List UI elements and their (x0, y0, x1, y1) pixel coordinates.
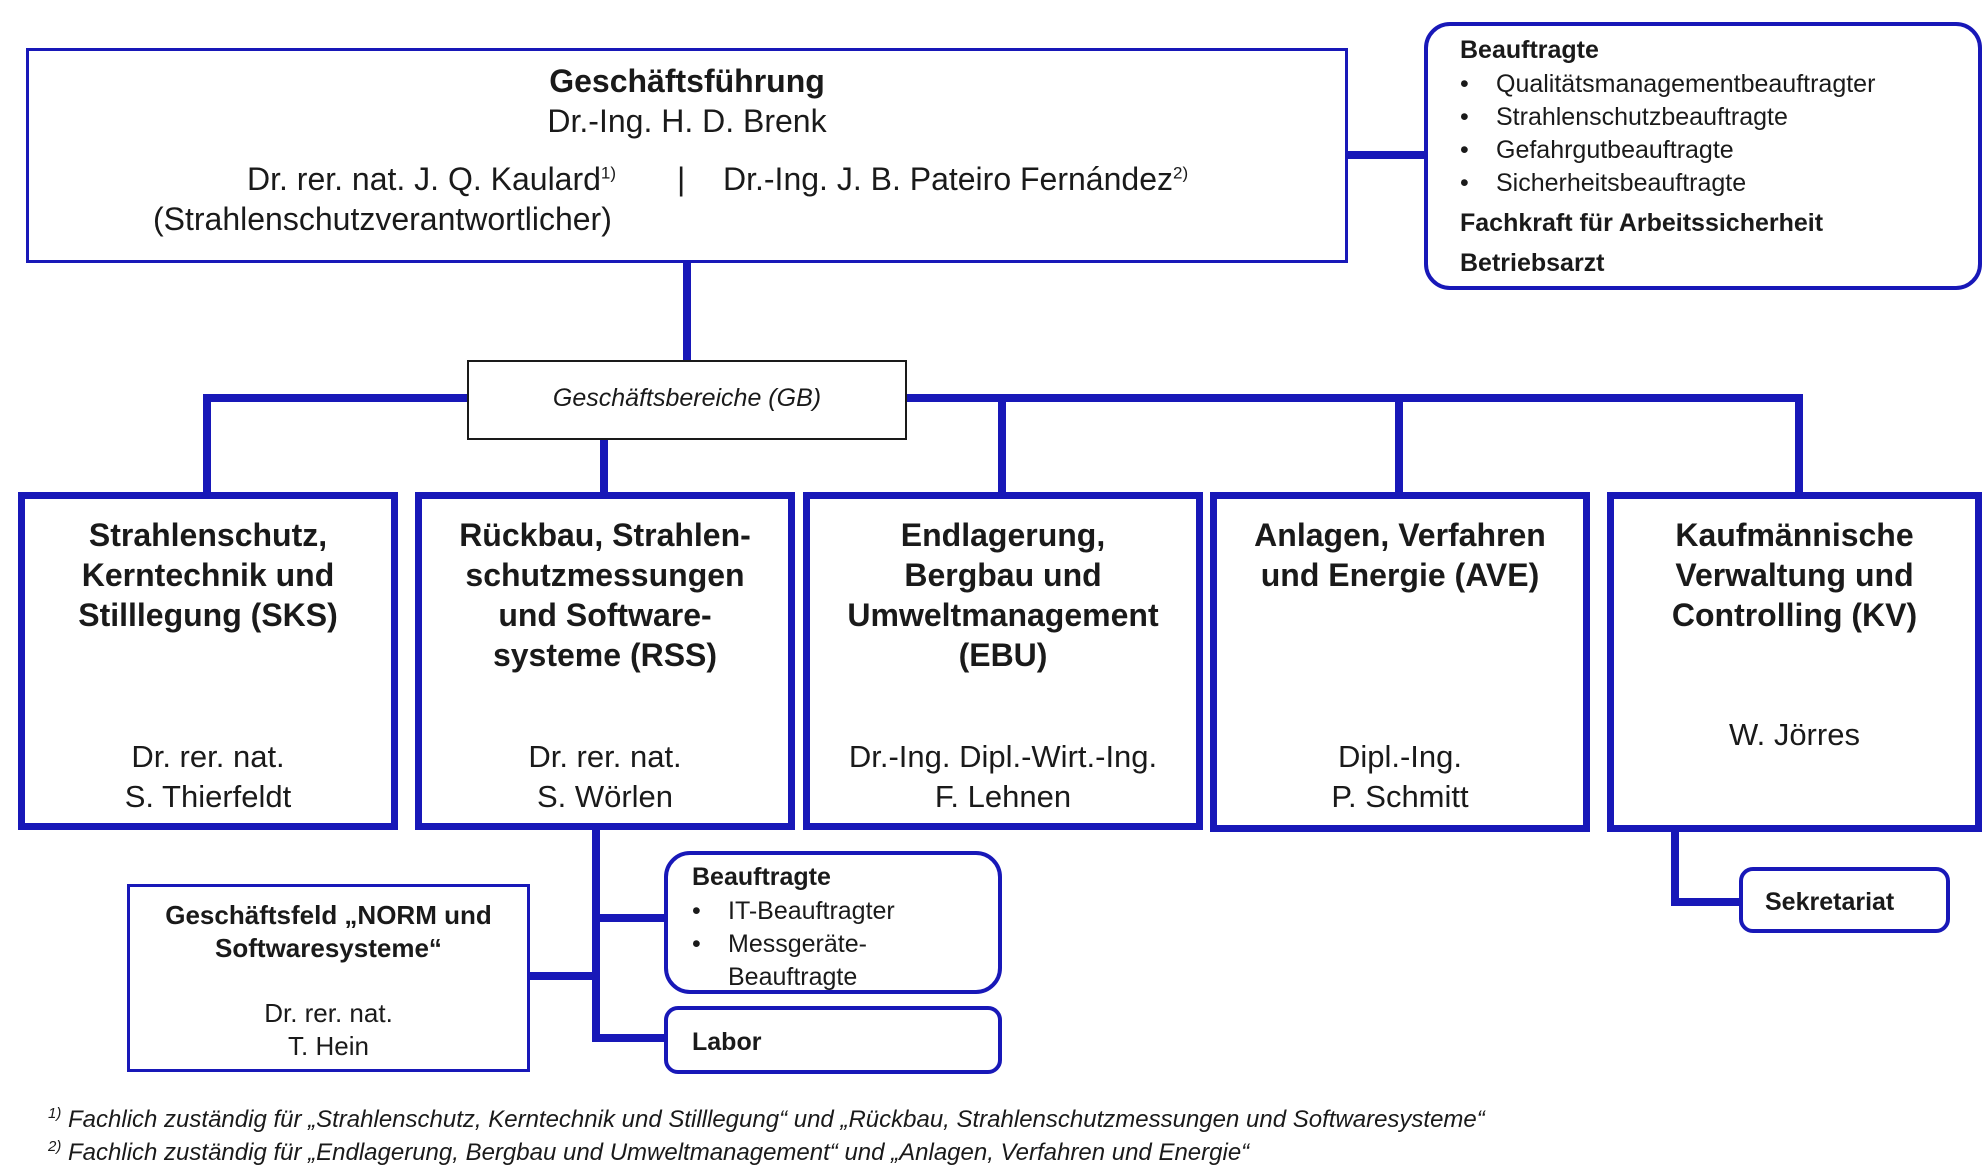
footnote-1-mark: 1) (48, 1105, 62, 1122)
rss-commissioner-item: Messgeräte- Beauftragte (692, 928, 895, 994)
department-sks-title: Strahlenschutz, Kerntechnik und Stillleg… (25, 515, 391, 635)
department-head-line: Dr. rer. nat. (131, 739, 285, 774)
lab-label: Labor (692, 1028, 762, 1056)
business-areas-box: Geschäftsbereiche (GB) (467, 360, 907, 440)
management-director: Dr.-Ing. H. D. Brenk (547, 103, 827, 139)
department-rss: Rückbau, Strahlen- schutzmessungen und S… (415, 492, 795, 830)
management-box: Geschäftsführung Dr.-Ing. H. D. Brenk Dr… (26, 48, 1348, 263)
rss-commissioner-item-line: Beauftragte (728, 963, 858, 991)
footnote-1-text: Fachlich zuständig für „Strahlenschutz, … (68, 1106, 1485, 1133)
department-sks-head: Dr. rer. nat. S. Thierfeldt (25, 737, 391, 817)
department-sks: Strahlenschutz, Kerntechnik und Stillleg… (18, 492, 398, 830)
department-kv: Kaufmännische Verwaltung und Controlling… (1607, 492, 1982, 832)
rss-commissioner-item-line: Messgeräte- (728, 930, 867, 958)
footnote-mark-2: 2) (1172, 163, 1189, 183)
footnote-mark-1: 1) (600, 163, 617, 183)
connector-to-ebu (998, 394, 1006, 494)
department-title-line: Bergbau und (904, 557, 1102, 593)
department-kv-head: W. Jörres (1614, 715, 1975, 755)
business-areas-label: Geschäftsbereiche (GB) (552, 384, 822, 412)
norm-field-head-line: Dr. rer. nat. (264, 998, 393, 1028)
commissioner-item: Gefahrgutbeauftragte (1460, 134, 1875, 167)
department-title-line: Endlagerung, (900, 517, 1106, 553)
management-person-right: Dr.-Ing. J. B. Pateiro Fernández2) (723, 161, 1188, 198)
commissioners-top-list: Qualitätsmanagementbeauftragter Strahlen… (1460, 68, 1875, 200)
department-head-line: S. Thierfeldt (124, 779, 292, 814)
connector-rss-to-lab (592, 1034, 666, 1042)
connector-management-to-commissioners (1346, 151, 1426, 159)
management-person-left: Dr. rer. nat. J. Q. Kaulard1) (247, 161, 616, 198)
footnote-2: 2) Fachlich zuständig für „Endlagerung, … (48, 1139, 1249, 1167)
department-title-line: Strahlenschutz, (88, 517, 328, 553)
footnote-1: 1) Fachlich zuständig für „Strahlenschut… (48, 1106, 1485, 1134)
department-title-line: systeme (RSS) (492, 637, 718, 673)
department-title-line: Kerntechnik und (81, 557, 335, 593)
commissioners-top-box: Beauftragte Qualitätsmanagementbeauftrag… (1424, 22, 1982, 290)
department-title-line: Umweltmanagement (847, 597, 1159, 633)
management-person-left-name: Dr. rer. nat. J. Q. Kaulard (247, 161, 601, 197)
department-title-line: schutzmessungen (465, 557, 745, 593)
department-rss-title: Rückbau, Strahlen- schutzmessungen und S… (422, 515, 788, 675)
connector-kv-to-secretariat (1671, 898, 1741, 906)
department-title-line: Controlling (KV) (1671, 597, 1918, 633)
department-kv-title: Kaufmännische Verwaltung und Controlling… (1614, 515, 1975, 635)
department-ebu-head: Dr.-Ing. Dipl.-Wirt.-Ing. F. Lehnen (810, 737, 1196, 817)
footnote-2-text: Fachlich zuständig für „Endlagerung, Ber… (68, 1139, 1250, 1166)
commissioners-top-title: Beauftragte (1460, 36, 1599, 64)
department-rss-head: Dr. rer. nat. S. Wörlen (422, 737, 788, 817)
connector-rss-to-commissioners (592, 914, 666, 922)
norm-field-title-line: Softwaresysteme“ (215, 933, 442, 963)
connector-rss-down (592, 828, 600, 1042)
department-ave: Anlagen, Verfahren und Energie (AVE) Dip… (1210, 492, 1590, 832)
norm-field-box: Geschäftsfeld „NORM und Softwaresysteme“… (127, 884, 530, 1072)
rss-commissioners-list: IT-Beauftragter Messgeräte- Beauftragte (692, 895, 895, 994)
management-separator: | (677, 161, 686, 197)
department-head-line: S. Wörlen (536, 779, 674, 814)
department-title-line: Rückbau, Strahlen- (459, 517, 751, 553)
department-ave-title: Anlagen, Verfahren und Energie (AVE) (1217, 515, 1583, 595)
norm-field-title: Geschäftsfeld „NORM und Softwaresysteme“ (130, 899, 527, 965)
norm-field-head: Dr. rer. nat. T. Hein (130, 997, 527, 1063)
connector-to-sks (203, 394, 211, 494)
secretariat-label: Sekretariat (1765, 888, 1895, 916)
department-head-line: Dipl.-Ing. (1337, 739, 1463, 774)
connector-to-kv (1795, 394, 1803, 494)
department-head-line: F. Lehnen (934, 779, 1072, 814)
rss-commissioner-item: IT-Beauftragter (692, 895, 895, 928)
commissioner-item: Qualitätsmanagementbeauftragter (1460, 68, 1875, 101)
connector-rss-to-norm (528, 972, 600, 980)
lab-box: Labor (664, 1006, 1002, 1074)
department-head-line: P. Schmitt (1331, 779, 1469, 814)
department-head-line: Dr.-Ing. Dipl.-Wirt.-Ing. (848, 739, 1158, 774)
department-ebu-title: Endlagerung, Bergbau und Umweltmanagemen… (810, 515, 1196, 675)
management-title: Geschäftsführung (549, 63, 825, 99)
company-doctor-label: Betriebsarzt (1460, 249, 1605, 277)
secretariat-box: Sekretariat (1739, 867, 1950, 933)
department-title-line: Anlagen, Verfahren (1254, 517, 1546, 553)
department-title-line: und Energie (AVE) (1260, 557, 1540, 593)
commissioner-item: Strahlenschutzbeauftragte (1460, 101, 1875, 134)
department-title-line: Stilllegung (SKS) (78, 597, 338, 633)
department-title-line: Verwaltung und (1675, 557, 1914, 593)
department-title-line: Kaufmännische (1675, 517, 1914, 553)
connector-to-rss (600, 436, 608, 494)
management-person-right-name: Dr.-Ing. J. B. Pateiro Fernández (723, 161, 1173, 197)
connector-management-to-gb (683, 262, 691, 362)
department-ave-head: Dipl.-Ing. P. Schmitt (1217, 737, 1583, 817)
department-ebu: Endlagerung, Bergbau und Umweltmanagemen… (803, 492, 1203, 830)
norm-field-title-line: Geschäftsfeld „NORM und (165, 900, 492, 930)
norm-field-head-line: T. Hein (288, 1031, 369, 1061)
rss-commissioners-box: Beauftragte IT-Beauftragter Messgeräte- … (664, 851, 1002, 994)
footnote-2-mark: 2) (48, 1138, 62, 1155)
connector-kv-down (1671, 828, 1679, 906)
safety-specialist-label: Fachkraft für Arbeitssicherheit (1460, 209, 1824, 237)
department-head-line: W. Jörres (1729, 717, 1860, 752)
commissioner-item: Sicherheitsbeauftragte (1460, 167, 1875, 200)
connector-to-ave (1395, 394, 1403, 494)
rss-commissioners-title: Beauftragte (692, 863, 831, 891)
management-role: (Strahlenschutzverantwortlicher) (153, 201, 612, 237)
department-title-line: und Software- (498, 597, 712, 633)
department-head-line: Dr. rer. nat. (528, 739, 682, 774)
department-title-line: (EBU) (958, 637, 1048, 673)
